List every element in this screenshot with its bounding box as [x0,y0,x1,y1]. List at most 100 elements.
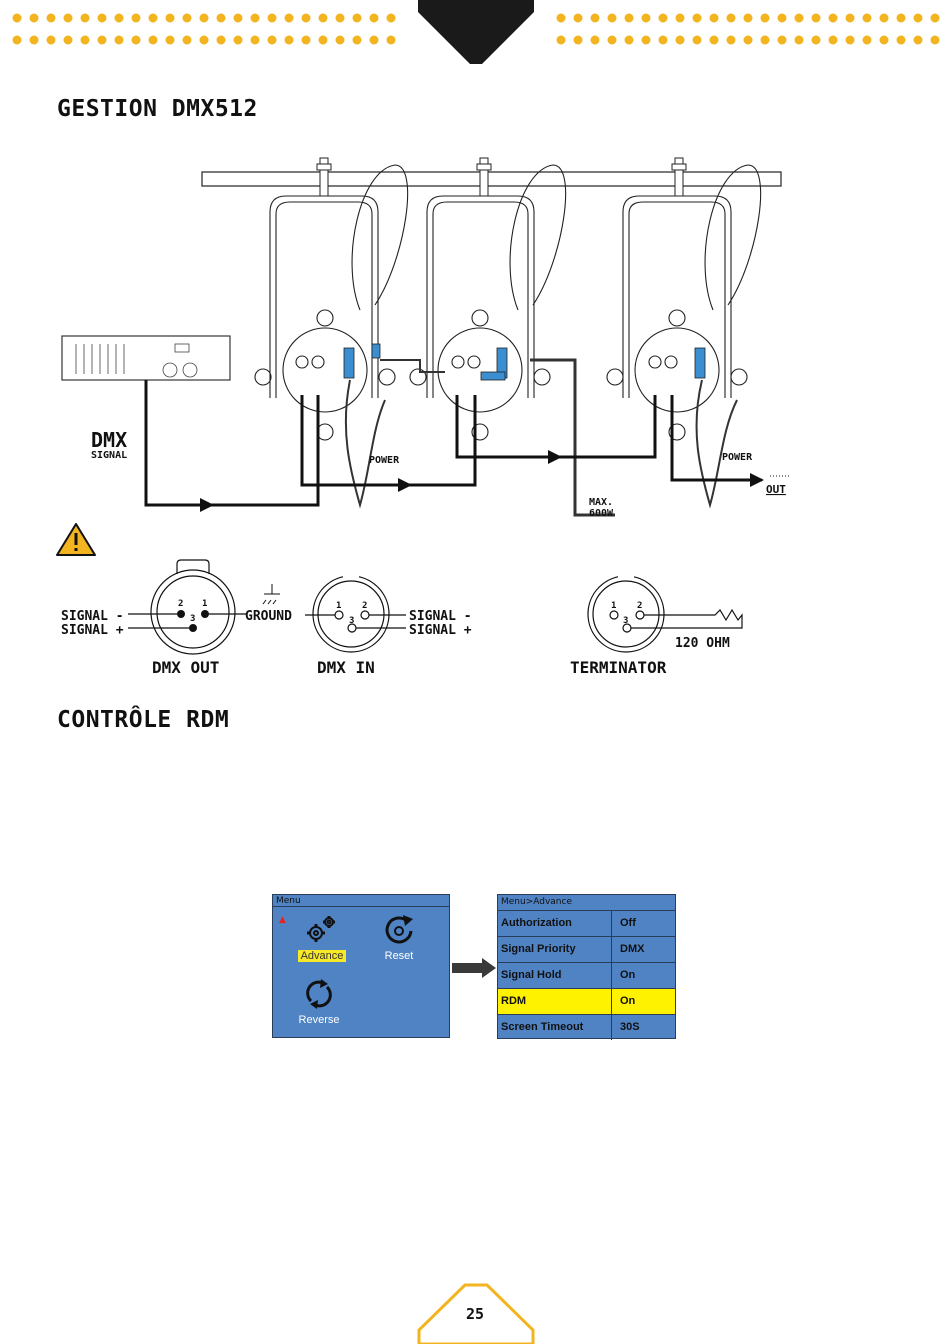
max-value: 600W [589,508,614,519]
header-dot [778,36,787,45]
max-label: MAX. [589,497,613,508]
reset-icon [381,913,417,947]
header-dot [98,36,107,45]
header-dot [268,14,277,23]
header-dot [251,36,260,45]
header-dot [863,36,872,45]
header-dot [81,14,90,23]
header-dot [149,36,158,45]
out-pin-2: 2 [178,599,183,609]
setting-key: Signal Priority [498,937,612,962]
in-signal-plus: SIGNAL + [409,623,472,638]
header-dot [846,14,855,23]
header-dot [574,14,583,23]
up-indicator-icon: ▲ [279,915,286,925]
header-dot [115,36,124,45]
header-dot [710,36,719,45]
out-label: OUT [766,483,786,496]
header-dot [829,36,838,45]
in-signal-minus: SIGNAL - [409,609,472,624]
header-dot [13,36,22,45]
menu-item-reset[interactable]: Reset [369,913,429,962]
settings-row-authorization[interactable]: Authorization Off [498,911,675,937]
setting-key: RDM [498,989,612,1014]
menu-item-label: Reset [385,950,414,962]
header-dot [353,36,362,45]
header-dot [659,36,668,45]
header-dot [183,36,192,45]
header-dot [931,36,940,45]
header-dot [370,14,379,23]
header-dot [693,14,702,23]
dmx-in-connector [313,576,389,652]
header-dot [251,14,260,23]
warning-icon [57,524,95,555]
settings-row-rdm[interactable]: RDM On [498,989,675,1015]
ohm-label: 120 OHM [675,636,730,651]
fixture-1 [255,165,408,440]
header-dot [829,14,838,23]
power-label-1: POWER [369,455,400,466]
terminator-label: TERMINATOR [570,658,667,677]
in-pin-3: 3 [349,616,354,626]
header-dot [608,36,617,45]
term-pin-2: 2 [637,601,642,611]
header-dot [285,14,294,23]
header-dot [931,14,940,23]
ground-symbol [263,584,280,604]
header-dot [115,14,124,23]
settings-row-screen-timeout[interactable]: Screen Timeout 30S [498,1015,675,1040]
header-dot [217,36,226,45]
in-pin-2: 2 [362,601,367,611]
header-dot [81,36,90,45]
power-cables [346,360,737,515]
dmx-out-label: DMX OUT [152,658,219,677]
header-dot [302,36,311,45]
advance-screen: Menu>Advance Authorization Off Signal Pr… [497,894,676,1039]
setting-value: On [612,963,675,988]
header-dot [132,14,141,23]
header-dot [625,36,634,45]
header-dot [574,36,583,45]
header-dot [710,14,719,23]
header-dot [64,36,73,45]
header-dot [285,36,294,45]
settings-row-signal-priority[interactable]: Signal Priority DMX [498,937,675,963]
header-dot [64,14,73,23]
header-dot [217,14,226,23]
menu-item-reverse[interactable]: Reverse [289,977,349,1026]
header-dot [166,36,175,45]
header-dot [795,14,804,23]
term-pin-1: 1 [611,601,616,611]
header-dot [149,14,158,23]
header-dot [30,14,39,23]
header-dot [608,14,617,23]
header-dot [30,36,39,45]
header-dot [234,36,243,45]
header-dot [812,36,821,45]
header-dot [727,36,736,45]
out-signal-plus: SIGNAL + [61,623,124,638]
reverse-icon [301,977,337,1011]
ground-label: GROUND [245,609,292,624]
header-dot [897,14,906,23]
header-dot [319,14,328,23]
header-dot [846,36,855,45]
header-dot [795,36,804,45]
settings-row-signal-hold[interactable]: Signal Hold On [498,963,675,989]
menu-title: Menu [273,895,449,907]
header-dot [200,36,209,45]
header-dot [744,14,753,23]
setting-value: On [612,989,675,1014]
header-dot [591,14,600,23]
header-dot [200,14,209,23]
term-pin-3: 3 [623,616,628,626]
header-dot [642,14,651,23]
menu-item-label: Advance [298,950,347,962]
setting-value: Off [612,911,675,936]
menu-item-advance[interactable]: Advance [292,913,352,962]
header-dot [761,36,770,45]
header-dot [98,14,107,23]
setting-key: Authorization [498,911,612,936]
header-dot [47,14,56,23]
